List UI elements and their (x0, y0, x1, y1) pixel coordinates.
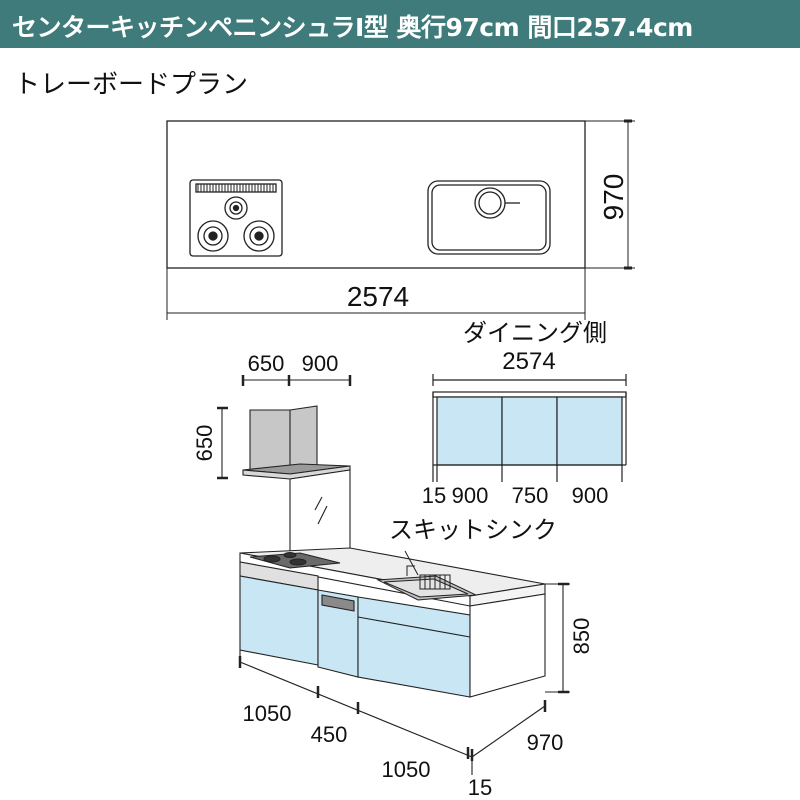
stove-top-icon (189, 179, 283, 257)
plan-subtitle: トレーボードプラン (14, 70, 249, 100)
bottom-width-1050a: 1050 (243, 701, 292, 726)
dining-elevation (432, 374, 627, 482)
sink-icon (376, 550, 478, 601)
dining-countertop (432, 391, 627, 398)
sink-top-icon (427, 180, 551, 255)
dining-width-15: 15 (422, 483, 446, 508)
cabinet-left (239, 575, 319, 666)
top-width-label: 2574 (347, 281, 409, 312)
dining-cabinet-3 (556, 396, 623, 466)
page-title: センターキッチンペニンシュラI型 奥行97cm 間口257.4cm (12, 13, 693, 42)
dishwasher-panel (321, 594, 355, 612)
cooktop-icon (249, 552, 341, 569)
bottom-dimensions (238, 656, 547, 775)
dining-cabinet-1 (436, 396, 503, 466)
range-hood (242, 405, 351, 480)
top-depth-label: 970 (598, 174, 629, 221)
dining-width-750: 750 (512, 483, 549, 508)
bottom-width-450: 450 (311, 722, 348, 747)
dining-cabinet-2 (501, 396, 558, 466)
hood-width-900: 900 (302, 351, 339, 376)
width-dimension (166, 268, 586, 320)
top-view (166, 119, 635, 320)
counter-height-label: 850 (569, 618, 594, 655)
countertop-outline (166, 120, 586, 269)
hood-width-650: 650 (248, 351, 285, 376)
hood-height-650: 650 (192, 425, 217, 462)
title-bar: センターキッチンペニンシュラI型 奥行97cm 間口257.4cm (0, 0, 800, 48)
dining-total-label: 2574 (502, 348, 555, 375)
end-label-15: 15 (468, 775, 492, 800)
cabinet-right (357, 596, 471, 698)
perspective-cabinets (239, 561, 546, 698)
sink-label: スキットシンク (389, 517, 557, 544)
depth-dimension (585, 119, 635, 270)
depth-label-970: 970 (527, 730, 564, 755)
bottom-width-1050b: 1050 (382, 757, 431, 782)
dining-side-title: ダイニング側 (463, 320, 607, 347)
glass-panel (289, 469, 351, 563)
dining-width-900b: 900 (572, 483, 609, 508)
cabinet-end (469, 593, 546, 698)
hood-dimensions (217, 375, 352, 480)
dining-width-900a: 900 (452, 483, 489, 508)
height-dimension (545, 582, 570, 694)
